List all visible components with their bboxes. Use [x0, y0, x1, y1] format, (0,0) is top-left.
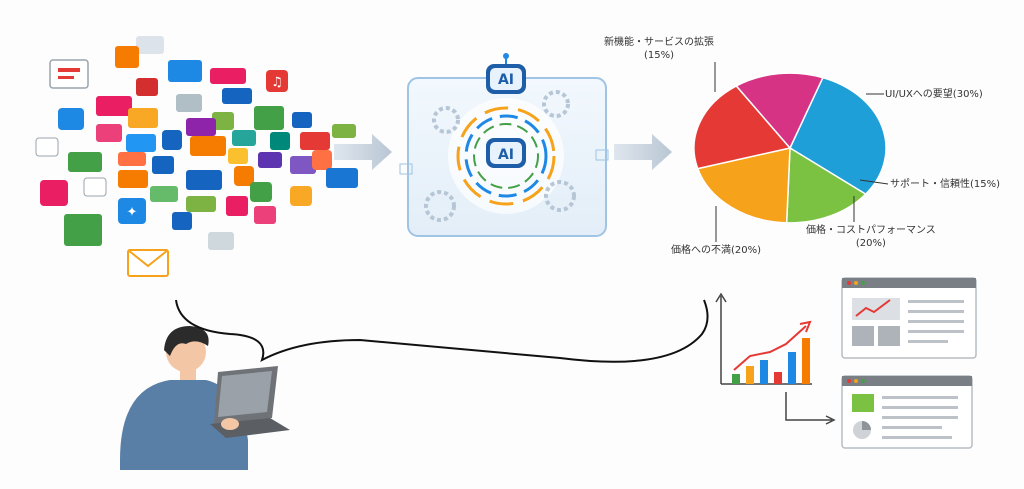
- pie-label-support: サポート・信頼性(15%): [890, 178, 1000, 191]
- ai-robot-center-icon: [486, 138, 526, 168]
- svg-text:♫: ♫: [271, 75, 283, 90]
- ai-badge-center: AI: [498, 147, 514, 163]
- person-with-laptop: [120, 326, 290, 470]
- pie-slice-price-dissatisfaction: [693, 84, 792, 170]
- pie-label-price-cost: 価格・コストパフォーマンス (20%): [806, 224, 936, 250]
- pie-label-price-cost-line2: (20%): [855, 238, 886, 249]
- connection-line: [175, 299, 709, 363]
- svg-text:✦: ✦: [127, 205, 138, 220]
- pie-label-new-features: 新機能・サービスの拡張 (15%): [604, 36, 714, 62]
- pie-slice-support: [785, 146, 867, 224]
- pie-leader-lines: [714, 62, 889, 242]
- dashboard-window-top: [841, 277, 977, 359]
- result-bar-chart: [715, 292, 836, 425]
- dashboard-window-bottom: [841, 375, 973, 449]
- pie-label-new-features-line1: 新機能・サービスの拡張: [604, 37, 714, 48]
- pie-label-price-dissatisfaction-line1: 価格への不満(20%): [671, 245, 762, 256]
- pie-slice-new-features: [735, 72, 824, 150]
- pie-slice-price-cost: [696, 147, 791, 224]
- pie-label-uiux: UI/UXへの要望(30%): [885, 88, 983, 101]
- pie-label-price-dissatisfaction: 価格への不満(20%): [671, 244, 761, 257]
- flow-arrow-2: [614, 134, 672, 170]
- pie-label-new-features-line2: (15%): [643, 50, 675, 61]
- pie-label-price-cost-line1: 価格・コストパフォーマンス: [806, 225, 936, 236]
- ai-robot-top-icon: [486, 53, 526, 94]
- social-feedback-cloud: ♫ ✦: [35, 36, 358, 277]
- feedback-category-pie: [693, 72, 887, 224]
- pie-label-support-line1: サポート・信頼性(15%): [890, 179, 1001, 190]
- pie-label-uiux-line1: UI/UXへの要望(30%): [885, 89, 983, 100]
- ai-badge-top: AI: [498, 72, 514, 88]
- flow-arrow-1: [334, 134, 392, 170]
- pie-slice-uiux: [789, 76, 887, 196]
